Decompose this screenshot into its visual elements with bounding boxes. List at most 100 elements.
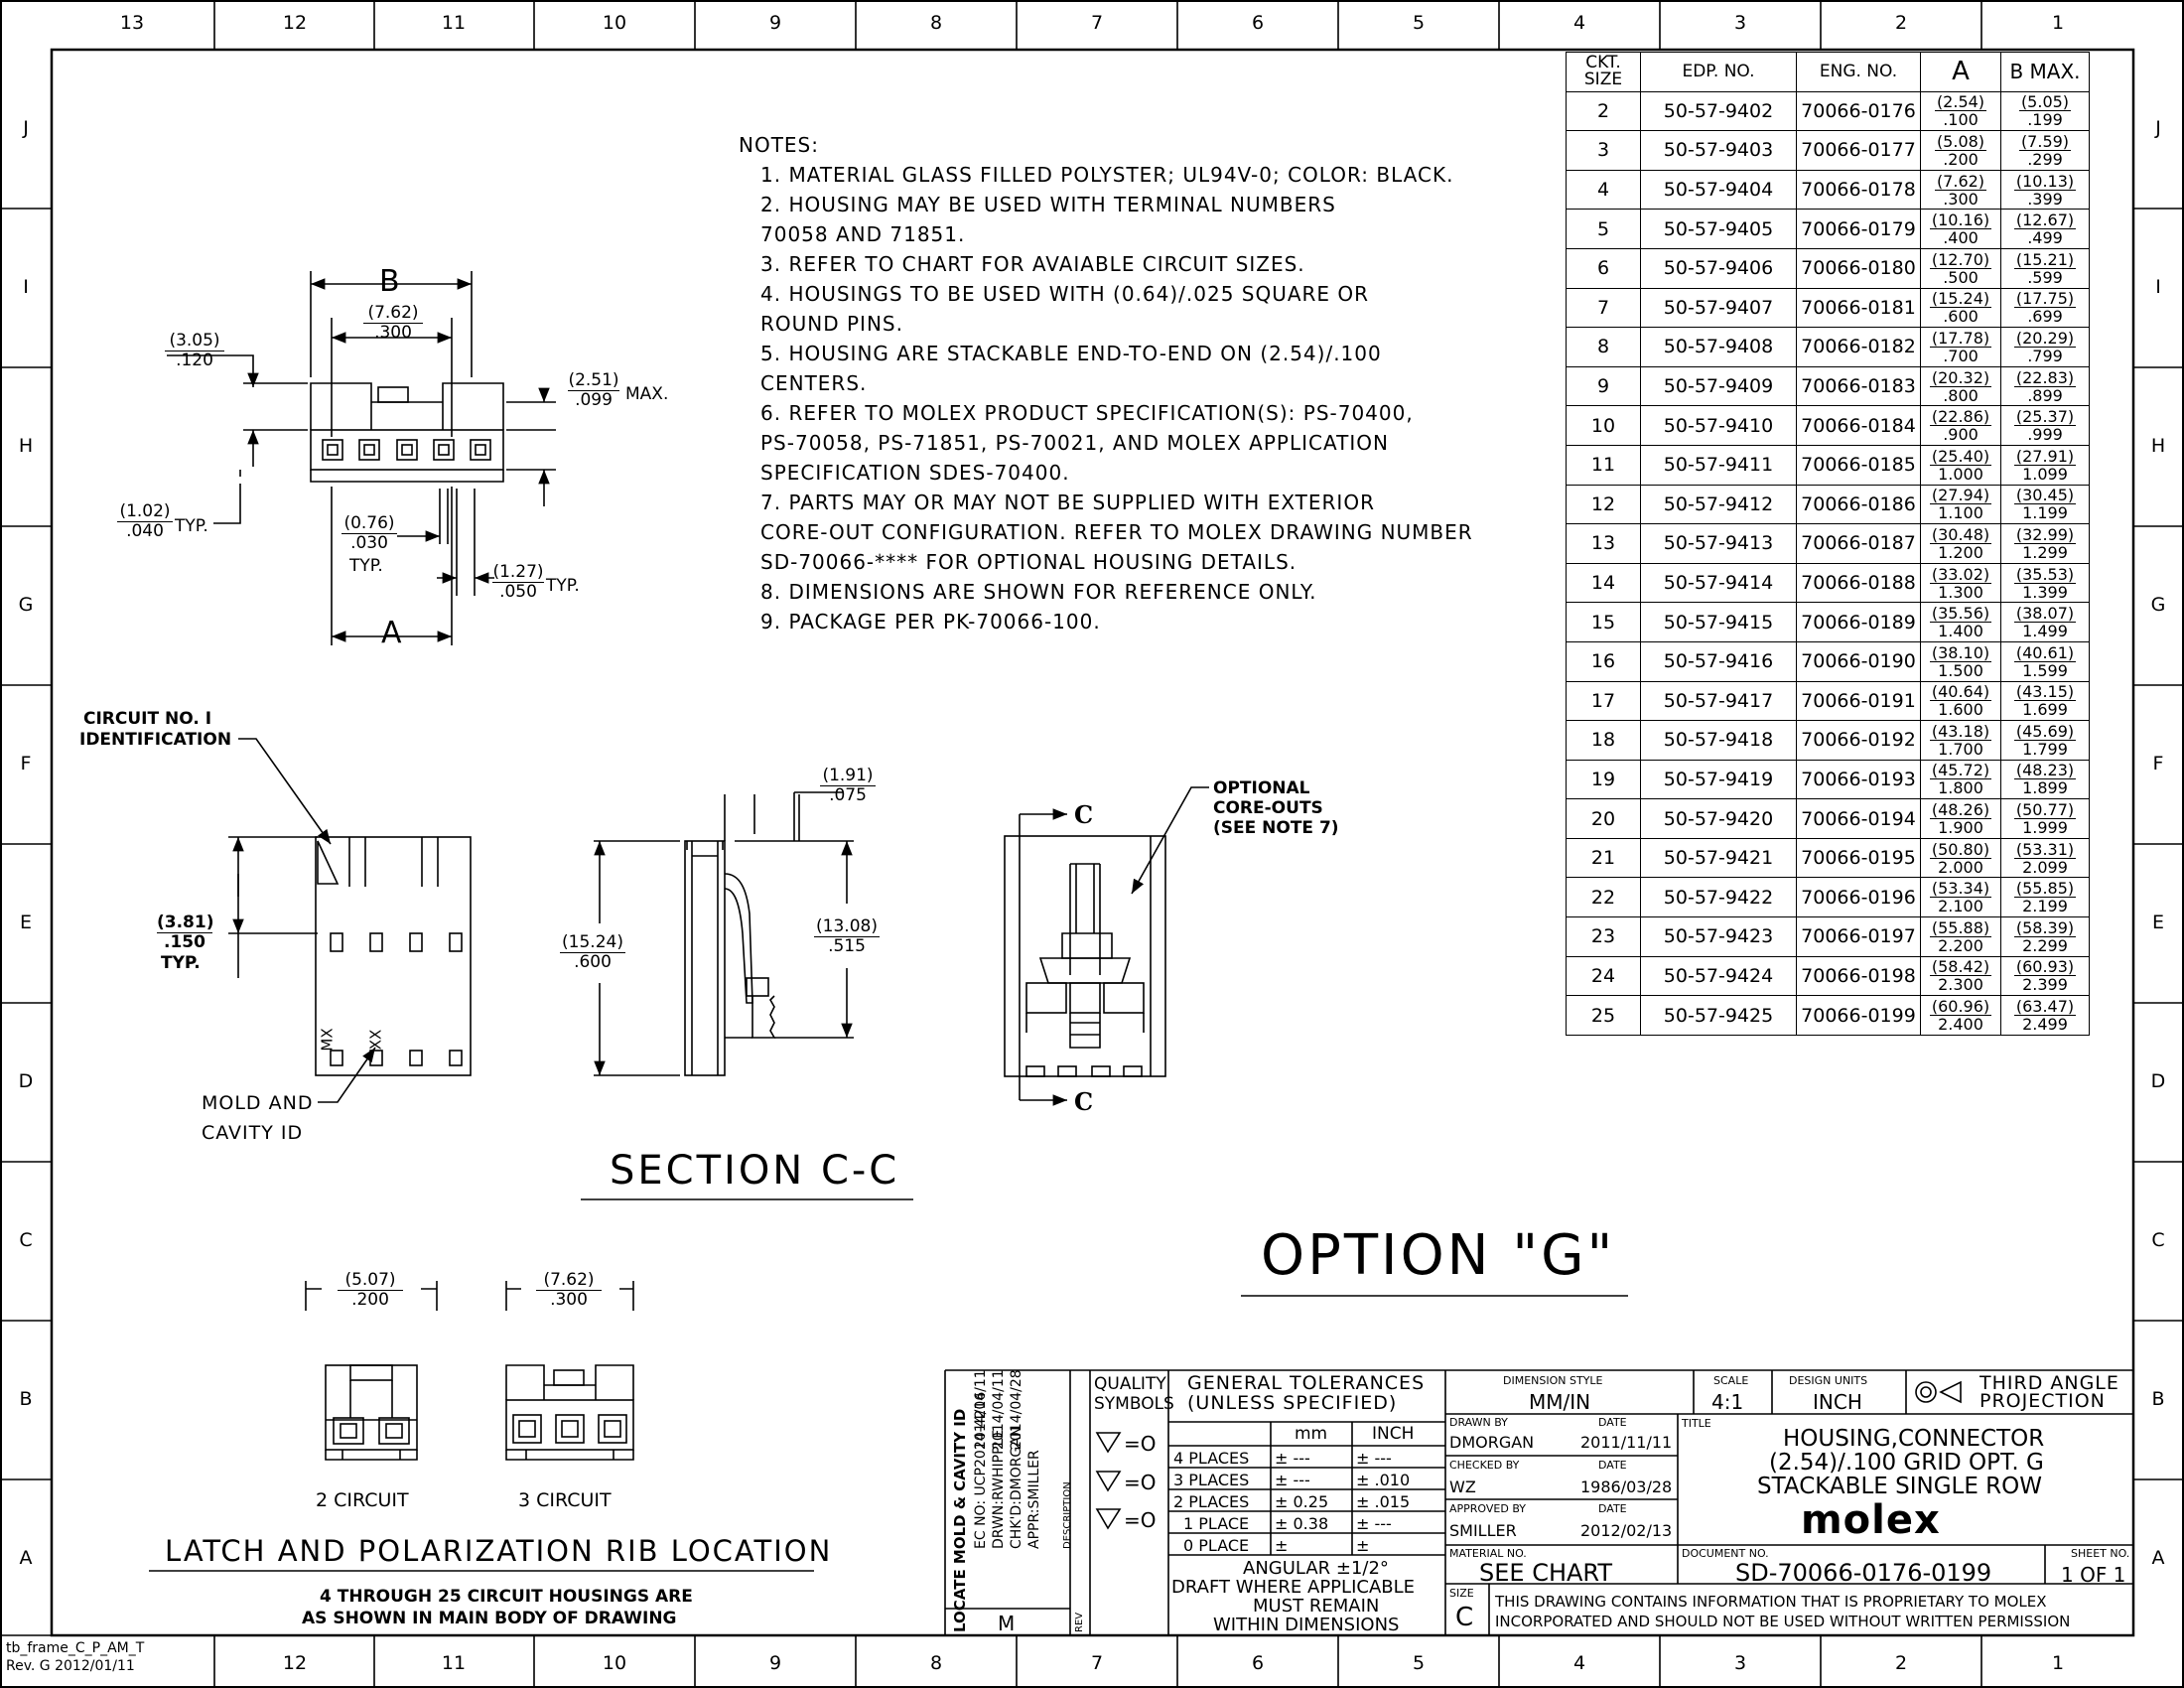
ckt-size: 12 [1566,484,1641,525]
edp-no: 50-57-9414 [1640,562,1797,604]
dim-in: 1.200 [1938,542,1983,562]
dim-suffix: TYP. [349,556,383,576]
row-label: J [23,117,29,139]
col-label: 2 [1894,12,1908,34]
dim-rib: (0.76).030 [341,514,397,553]
circuit-id-label: IDENTIFICATION [79,730,232,750]
dim-b-cell: (15.21).599 [2000,247,2090,289]
dim-mm: (17.75) [2013,289,2077,309]
edp-no: 50-57-9415 [1640,602,1797,642]
row-label: E [2151,912,2164,933]
hdr-b: B MAX. [2000,52,2090,92]
row-label: I [2155,276,2161,298]
dim-in: .300 [550,1290,588,1310]
quality-symbol: =O [1124,1432,1157,1456]
dim-in: .299 [2027,149,2063,169]
dim-mm: (58.39) [2013,917,2077,937]
col-label: 11 [441,12,467,34]
eng-no: 70066-0194 [1796,798,1921,839]
eng-no: 70066-0181 [1796,287,1921,329]
tol-row-label: 1 PLACE [1183,1514,1250,1533]
dim-2-circuit: (5.07).200 [338,1271,403,1310]
dim-mm: (53.31) [2013,839,2077,859]
note-line: 6. REFER TO MOLEX PRODUCT SPECIFICATION(… [760,401,1414,425]
dim-in: .500 [1943,267,1979,287]
dim-b-cell: (12.67).499 [2000,209,2090,249]
dim-mm: (35.53) [2013,564,2077,584]
dim-a-cell: (55.88)2.200 [1920,916,2001,957]
col-label: 3 [1733,12,1747,34]
dim-mm: (50.77) [2013,800,2077,820]
note-line: 9. PACKAGE PER PK-70066-100. [760,610,1101,633]
dim-mm: (58.42) [1929,957,1992,977]
dim-b-cell: (40.61)1.599 [2000,640,2090,682]
edp-no: 50-57-9421 [1640,837,1797,879]
dim-pitch: (7.62).300 [363,304,423,343]
row-label: I [23,276,29,298]
scale: 4:1 [1711,1390,1744,1414]
dim-in: 1.600 [1938,700,1983,720]
hdr-ckt-size: CKT. SIZE [1566,52,1641,92]
dim-b-cell: (58.39)2.299 [2000,916,2090,957]
dim-mm: (0.76) [341,514,397,534]
dim-a-label: A [381,616,402,650]
eng-no: 70066-0199 [1796,995,1921,1036]
two-circuit-label: 2 CIRCUIT [316,1489,409,1511]
note-line: 1. MATERIAL GLASS FILLED POLYSTER; UL94V… [760,163,1454,187]
dim-in: .400 [1943,228,1979,248]
ckt-size: 17 [1566,680,1641,722]
col-label: 8 [929,1652,943,1674]
row-label: D [2150,1070,2166,1092]
tol-row-label: 3 PLACES [1173,1471,1250,1489]
col-label: 7 [1090,12,1104,34]
dim-in: .699 [2027,307,2063,327]
note-line: SPECIFICATION SDES-70400. [760,461,1070,485]
col-label: 7 [1090,1652,1104,1674]
date-label: DATE [1598,1502,1627,1515]
drawn-by-label: DRAWN BY [1449,1416,1508,1429]
edp-no: 50-57-9416 [1640,640,1797,682]
latch-title: LATCH AND POLARIZATION RIB LOCATION [165,1534,833,1568]
inch-header: INCH [1372,1424,1415,1444]
eng-no: 70066-0191 [1796,680,1921,722]
ckt-size: 19 [1566,759,1641,800]
dim-in: 1.499 [2022,622,2068,641]
gen-tol-label: GENERAL TOLERANCES [1187,1372,1426,1394]
col-label: 1 [2051,12,2065,34]
col-label: 10 [602,12,627,34]
edp-no: 50-57-9412 [1640,484,1797,525]
design-units-label: DESIGN UNITS [1789,1374,1868,1387]
edp-no: 50-57-9402 [1640,90,1797,132]
dim-mm: (48.26) [1929,800,1992,820]
checked-by-label: CHECKED BY [1449,1459,1520,1472]
dim-in: .199 [2027,110,2063,130]
dim-mm: (27.94) [1929,486,1992,505]
dim-in: .300 [1943,189,1979,209]
dim-in: .900 [1943,425,1979,445]
dim-in: .075 [829,785,867,805]
dim-a-cell: (50.80)2.000 [1920,837,2001,879]
molex-logo: molex [1801,1497,1941,1543]
row-label: H [2150,435,2166,457]
dim-mm: (40.64) [1929,682,1992,702]
col-label: 10 [602,1652,627,1674]
core-out-label: (SEE NOTE 7) [1213,818,1339,838]
col-label: 9 [768,1652,782,1674]
dim-b-cell: (30.45)1.199 [2000,484,2090,525]
dim-in: .499 [2027,228,2063,248]
dim-mm: (1.91) [820,767,876,786]
dim-b-cell: (38.07)1.499 [2000,602,2090,642]
eng-no: 70066-0198 [1796,955,1921,997]
dim-a-cell: (38.10)1.500 [1920,640,2001,682]
ckt-size: 4 [1566,169,1641,211]
dim-mm: (15.24) [560,933,625,953]
edp-no: 50-57-9413 [1640,523,1797,564]
